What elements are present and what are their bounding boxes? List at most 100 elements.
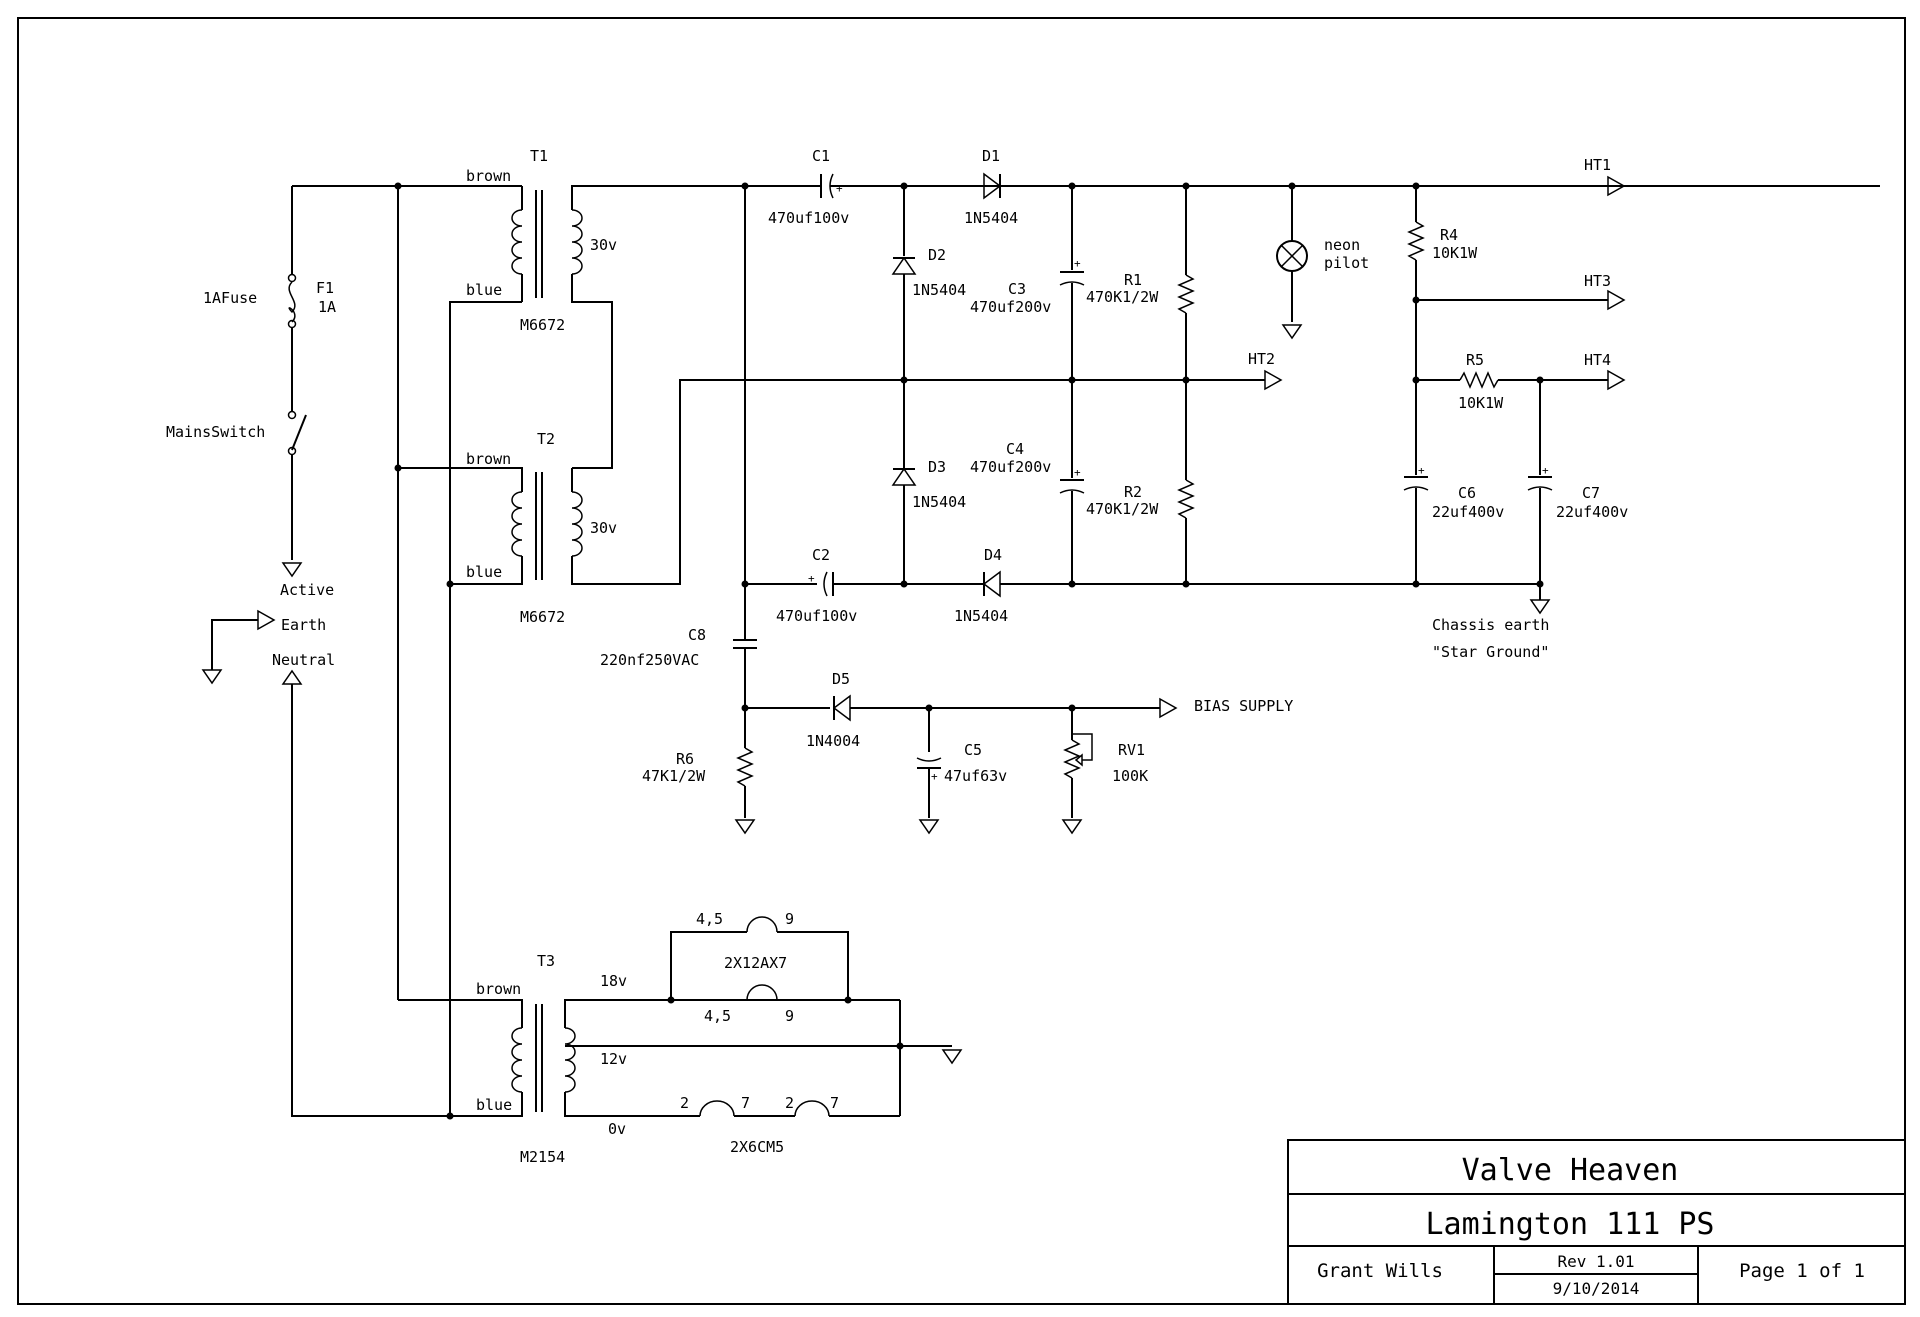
t1-sec: 30v	[590, 236, 617, 254]
svg-text:+: +	[808, 572, 815, 585]
f1-value: 1A	[318, 298, 336, 316]
c3-value: 470uf200v	[970, 298, 1051, 316]
r5-label: R5	[1466, 351, 1484, 369]
t2-sec: 30v	[590, 519, 617, 537]
active-label: Active	[280, 581, 334, 599]
transformer-t1	[511, 185, 745, 469]
d4-label: D4	[984, 546, 1002, 564]
rv1-value: 100K	[1112, 767, 1148, 785]
t3-18v: 18v	[600, 972, 627, 990]
drawing-border	[17, 17, 1906, 1305]
t2-label: T2	[537, 430, 555, 448]
t2-blue: blue	[466, 563, 502, 581]
svg-text:+: +	[1418, 464, 1425, 477]
c5-value: 47uf63v	[944, 767, 1007, 785]
bias-supply: +	[734, 694, 1178, 835]
12ax7-name: 2X12AX7	[724, 954, 787, 972]
12ax7-top-pin9: 9	[785, 910, 794, 928]
ht2-label: HT2	[1248, 350, 1275, 368]
d3-value: 1N5404	[912, 493, 966, 511]
6cm5-pin7b: 7	[830, 1094, 839, 1112]
d5-value: 1N4004	[806, 732, 860, 750]
svg-text:+: +	[931, 770, 938, 783]
main-supply: + +	[733, 172, 1880, 742]
12ax7-top-pins: 4,5	[696, 910, 723, 928]
drawing-title: Lamington 111 PS	[1426, 1207, 1715, 1242]
t3-label: T3	[537, 952, 555, 970]
c3-label: C3	[1008, 280, 1026, 298]
c7-value: 22uf400v	[1556, 503, 1628, 521]
transformer-t3	[511, 916, 963, 1117]
d2-value: 1N5404	[912, 281, 966, 299]
d1-label: D1	[982, 147, 1000, 165]
c6-value: 22uf400v	[1432, 503, 1504, 521]
c2-value: 470uf100v	[776, 607, 857, 625]
d4-value: 1N5404	[954, 607, 1008, 625]
r6-label: R6	[676, 750, 694, 768]
c7-label: C7	[1582, 484, 1600, 502]
c4-value: 470uf200v	[970, 458, 1051, 476]
chassis-earth-label: Chassis earth	[1432, 616, 1549, 634]
neutral-label: Neutral	[272, 651, 335, 669]
neon-label-2: pilot	[1324, 254, 1369, 272]
star-ground-label: "Star Ground"	[1432, 643, 1549, 661]
revision: Rev 1.01	[1557, 1252, 1634, 1271]
r4-label: R4	[1440, 226, 1458, 244]
primary-bus	[394, 182, 512, 1120]
r1-value: 470K1/2W	[1086, 288, 1159, 306]
d5-label: D5	[832, 670, 850, 688]
t3-model: M2154	[520, 1148, 565, 1166]
title-block: Valve Heaven Lamington 111 PS Grant Will…	[1287, 1139, 1906, 1305]
r4-value: 10K1W	[1432, 244, 1478, 262]
t3-blue: blue	[476, 1096, 512, 1114]
t2-brown: brown	[466, 450, 511, 468]
c4-label: C4	[1006, 440, 1024, 458]
company-name: Valve Heaven	[1462, 1153, 1679, 1188]
12ax7-bottom-pins: 4,5	[704, 1007, 731, 1025]
c2-label: C2	[812, 546, 830, 564]
c8-label: C8	[688, 626, 706, 644]
t1-label: T1	[530, 147, 548, 165]
6cm5-name: 2X6CM5	[730, 1138, 784, 1156]
6cm5-pin2b: 2	[785, 1094, 794, 1112]
switch-label: MainsSwitch	[166, 423, 265, 441]
mains-input	[201, 185, 512, 1117]
t1-model: M6672	[520, 316, 565, 334]
svg-text:+: +	[1074, 466, 1081, 479]
d3-label: D3	[928, 458, 946, 476]
r5-value: 10K1W	[1458, 394, 1504, 412]
author: Grant Wills	[1317, 1260, 1443, 1282]
ht4-label: HT4	[1584, 351, 1611, 369]
r2-value: 470K1/2W	[1086, 500, 1159, 518]
t3-0v: 0v	[608, 1120, 626, 1138]
rv1-label: RV1	[1118, 741, 1145, 759]
t3-brown: brown	[476, 980, 521, 998]
t1-blue: blue	[466, 281, 502, 299]
c6-label: C6	[1458, 484, 1476, 502]
t3-12v: 12v	[600, 1050, 627, 1068]
bias-supply-label: BIAS SUPPLY	[1194, 697, 1293, 715]
fuse-label: 1AFuse	[203, 289, 257, 307]
f1-label: F1	[316, 279, 334, 297]
d2-label: D2	[928, 246, 946, 264]
6cm5-pin2a: 2	[680, 1094, 689, 1112]
t2-model: M6672	[520, 608, 565, 626]
neon-label-1: neon	[1324, 236, 1360, 254]
c5-label: C5	[964, 741, 982, 759]
r6-value: 47K1/2W	[642, 767, 706, 785]
ht1-label: HT1	[1584, 156, 1611, 174]
svg-text:+: +	[1074, 257, 1081, 270]
t1-brown: brown	[466, 167, 511, 185]
6cm5-pin7a: 7	[741, 1094, 750, 1112]
ht3-label: HT3	[1584, 272, 1611, 290]
c1-label: C1	[812, 147, 830, 165]
page-number: Page 1 of 1	[1739, 1260, 1865, 1282]
c8-value: 220nf250VAC	[600, 651, 699, 669]
r1-label: R1	[1124, 271, 1142, 289]
12ax7-bottom-pin9: 9	[785, 1007, 794, 1025]
date: 9/10/2014	[1553, 1279, 1640, 1298]
component-labels: T1 brown blue 30v M6672 T2 brown blue 30…	[166, 147, 1628, 1166]
transformer-t2	[511, 369, 1283, 585]
c1-value: 470uf100v	[768, 209, 849, 227]
